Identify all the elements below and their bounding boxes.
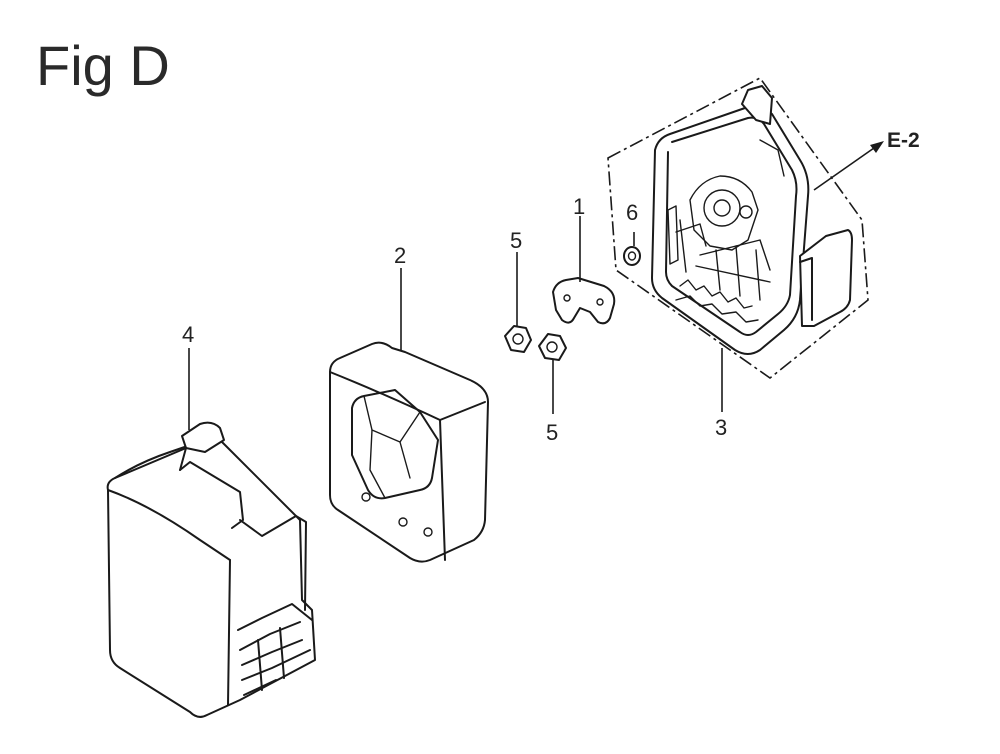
figure-title: Fig D: [36, 34, 170, 97]
callout-part-1: 1: [573, 194, 585, 219]
gasket-spacer-part: [329, 341, 489, 563]
arrow-head-icon: [870, 141, 884, 153]
callout-part-2: 2: [394, 243, 406, 268]
reference-label: E-2: [887, 129, 920, 152]
nut-lower: [538, 333, 567, 361]
nut-upper: [504, 325, 532, 353]
callout-part-3: 3: [715, 415, 727, 440]
reference-arrow-line: [813, 147, 875, 191]
air-cleaner-cover-part: [106, 421, 316, 718]
callout-part-5-upper: 5: [510, 228, 522, 253]
callout-part-6: 6: [626, 200, 638, 225]
air-cleaner-case-part: [607, 76, 869, 379]
callout-part-4: 4: [182, 322, 194, 347]
collar-part: [623, 246, 641, 266]
callout-part-5-lower: 5: [546, 420, 558, 445]
bracket-part: [552, 277, 616, 325]
